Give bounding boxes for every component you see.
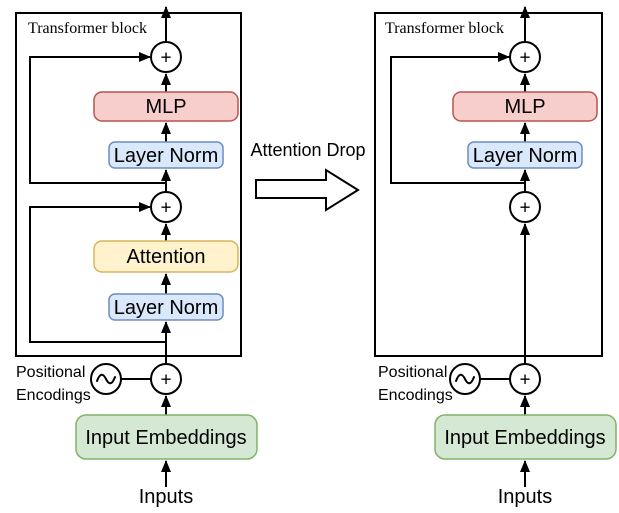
left-layer-norm-lower-label: Layer Norm [114,297,218,319]
left-sum1-circle [150,41,182,73]
left-sum1-plus-icon: + [160,48,171,69]
attention-drop-label: Attention Drop [250,140,365,160]
right-frame [374,12,603,357]
left-positional-label-line1: Positional [16,364,85,381]
right-layer-norm-label: Layer Norm [473,145,577,167]
right-sum1-circle [509,41,541,73]
left-attention-label: Attention [127,246,206,268]
left-mlp-box [93,91,239,122]
right-positional-label-line1: Positional [378,364,447,381]
left-positional-sum-circle [150,363,182,395]
left-input-embeddings-label: Input Embeddings [85,427,246,449]
right-sum2-plus-icon: + [519,198,530,219]
right-mlp-box [452,91,598,122]
left-positional-label-line2: Encodings [16,387,91,404]
right-layer-norm-box [467,141,583,169]
left-frame [15,12,242,357]
left-positional-plus-icon: + [160,370,171,391]
attention-drop-transform: Attention Drop [250,140,366,212]
left-residual-mlp [29,52,166,184]
left-layer-norm-upper-box [108,141,224,169]
right-positional-label-line2: Encodings [378,387,453,404]
left-attention-box [93,240,239,273]
left-sine-icon [96,373,116,385]
right-input-embeddings-label: Input Embeddings [444,427,605,449]
right-frame-title: Transformer block [385,20,504,37]
right-positional-plus-icon: + [519,370,530,391]
left-frame-title: Transformer block [28,20,147,37]
right-input-embeddings-box [434,414,617,460]
left-input-embeddings-box [75,414,258,460]
right-mlp-label: MLP [504,96,545,118]
right-sine-icon [455,373,475,385]
right-sum2-circle [509,191,541,223]
left-sum2-plus-icon: + [160,198,171,219]
left-inputs-label: Inputs [139,486,193,508]
left-sum2-circle [150,191,182,223]
right-positional-sum-circle [509,363,541,395]
left-residual-attention [29,202,166,343]
left-mlp-label: MLP [145,96,186,118]
left-layer-norm-upper-label: Layer Norm [114,145,218,167]
right-transformer-block: Transformer block Layer Norm MLP + + + P… [374,6,617,508]
right-sum1-plus-icon: + [519,48,530,69]
left-layer-norm-lower-box [108,293,224,321]
right-inputs-label: Inputs [498,486,552,508]
right-block-arrow-icon [255,168,360,212]
left-transformer-block: Transformer block Layer Norm Attention L… [15,6,258,508]
right-residual-mlp [390,52,525,184]
